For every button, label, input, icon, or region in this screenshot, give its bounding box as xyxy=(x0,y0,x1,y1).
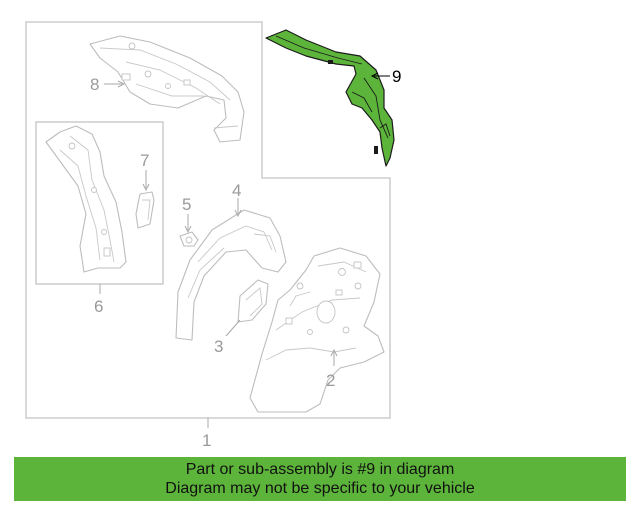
leader-arrow-8 xyxy=(117,80,126,88)
part-8-upper-rail xyxy=(89,35,245,143)
callout-4: 4 xyxy=(232,181,241,200)
callout-7: 7 xyxy=(140,151,149,170)
callout-1: 1 xyxy=(202,431,211,450)
part-4-wheelhouse xyxy=(175,209,287,341)
leader-arrow-9 xyxy=(370,72,379,80)
callout-5: 5 xyxy=(182,195,191,214)
part-5-clip xyxy=(179,231,199,247)
part-7-bracket xyxy=(135,191,155,229)
assembly-frame xyxy=(25,21,391,419)
callout-8: 8 xyxy=(90,75,99,94)
leader-arrow-5 xyxy=(184,225,192,234)
callout-6: 6 xyxy=(94,297,103,316)
leader-line-3 xyxy=(225,319,241,337)
parts-diagram: 8 7 5 4 3 2 6 1 9 xyxy=(25,21,401,450)
leader-arrow-4 xyxy=(234,209,242,218)
part-9-highlighted-reinforcement xyxy=(265,29,395,167)
part-info-banner: Part or sub-assembly is #9 in diagram Di… xyxy=(14,457,626,501)
part-6-pillar xyxy=(45,125,127,273)
leader-arrow-7 xyxy=(142,183,150,192)
part-3-bracket xyxy=(237,279,269,323)
callout-3: 3 xyxy=(214,337,223,356)
part-2-inner-panel xyxy=(249,247,385,413)
callout-9: 9 xyxy=(392,67,401,86)
banner-line-disclaimer: Diagram may not be specific to your vehi… xyxy=(165,480,475,497)
leader-arrow-2 xyxy=(330,348,338,357)
banner-line-part: Part or sub-assembly is #9 in diagram xyxy=(185,461,455,478)
callout-2: 2 xyxy=(326,371,335,390)
